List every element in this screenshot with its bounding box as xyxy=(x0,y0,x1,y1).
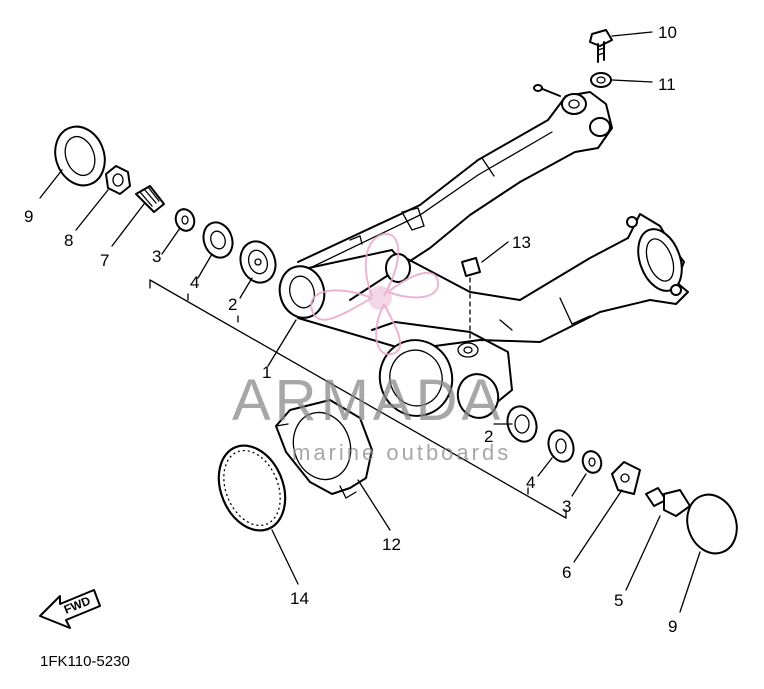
callout-6: 6 xyxy=(562,563,571,582)
propeller-blade xyxy=(387,272,440,299)
callout-3-right: 3 xyxy=(562,497,571,516)
callout-12: 12 xyxy=(382,535,401,554)
callout-8: 8 xyxy=(64,231,73,250)
callout-9-right: 9 xyxy=(668,617,677,636)
assembly-bracket-part-1 xyxy=(149,279,567,519)
callout-3-left: 3 xyxy=(152,247,161,266)
swingarm-upper-arm xyxy=(297,84,613,301)
plate-part-6 xyxy=(611,461,641,495)
watermark-tagline: marine outboards xyxy=(292,440,511,465)
callout-5: 5 xyxy=(614,591,623,610)
gasket-part-14 xyxy=(217,444,287,532)
forward-arrow-icon: FWD xyxy=(39,589,101,629)
callout-7: 7 xyxy=(100,251,109,270)
leader-lines xyxy=(39,31,701,613)
callout-2-right: 2 xyxy=(484,427,493,446)
callout-14: 14 xyxy=(290,589,309,608)
propeller-blade xyxy=(375,303,402,356)
bolt-part-10 xyxy=(589,29,613,63)
adjust-bolt-part-7 xyxy=(135,185,165,213)
washer-part-11 xyxy=(590,72,612,88)
callout-1: 1 xyxy=(262,363,271,382)
seal-part-4-left xyxy=(202,221,234,259)
oil-seal-left xyxy=(54,125,106,187)
propeller-blade xyxy=(310,289,373,321)
nut-part-8 xyxy=(105,165,131,195)
callout-13: 13 xyxy=(512,233,531,252)
callout-labels: 9 8 7 3 4 2 1 10 11 13 2 4 3 6 5 9 12 14 xyxy=(24,23,677,636)
propeller-hub xyxy=(368,286,392,310)
grease-nipple-part-13 xyxy=(461,257,481,341)
swingarm-lower-tube xyxy=(399,213,689,349)
seal-part-4-right xyxy=(547,429,575,463)
collar-part-3-right xyxy=(581,450,603,474)
watermark-brand: ARMADA xyxy=(232,368,504,433)
callout-4-right: 4 xyxy=(526,473,535,492)
callout-4-left: 4 xyxy=(190,273,199,292)
part-code: 1FK110-5230 xyxy=(40,653,130,670)
propeller-blade xyxy=(364,232,400,297)
callout-10: 10 xyxy=(658,23,677,42)
callout-2-left: 2 xyxy=(228,295,237,314)
watermark-propeller xyxy=(310,232,440,356)
bearing-part-2-right xyxy=(506,405,538,443)
cap-part-9-right xyxy=(686,493,738,555)
callout-9-left: 9 xyxy=(24,207,33,226)
cover-part-12 xyxy=(275,399,373,499)
pivot-bolt-part-5 xyxy=(645,487,691,517)
bearing-part-2-left xyxy=(239,240,277,284)
callout-11: 11 xyxy=(658,75,676,94)
collar-part-3-left xyxy=(174,208,196,232)
